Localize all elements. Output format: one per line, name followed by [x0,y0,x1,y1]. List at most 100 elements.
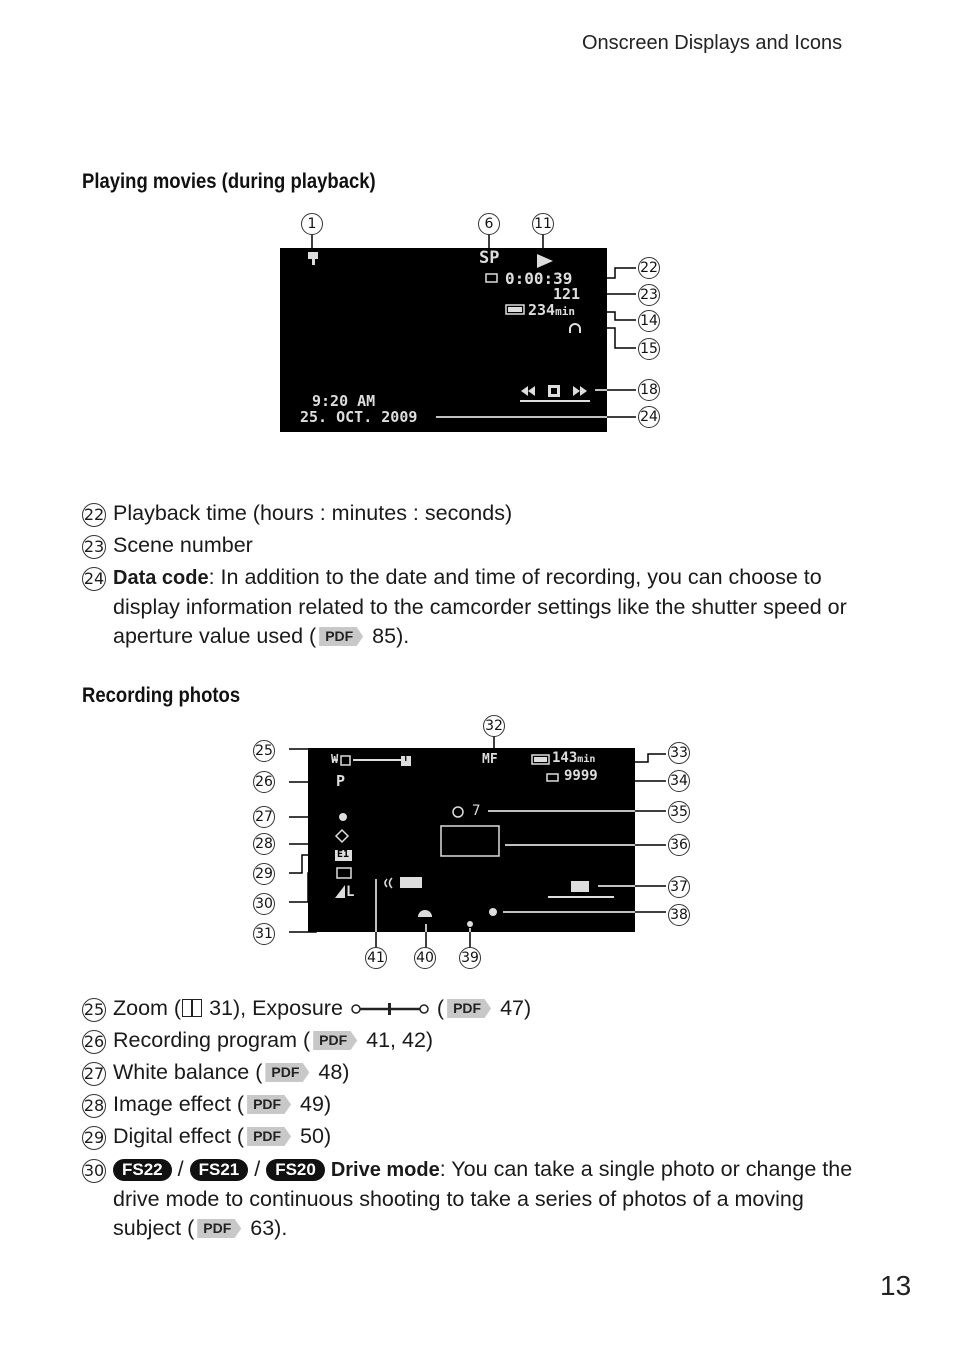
item-number: 28 [82,1094,106,1118]
item-text: Zoom ( 31), Exposure(PDF 47) [113,996,532,1020]
callout-26: 26 [253,771,275,793]
callout-27: 27 [253,806,275,828]
item-number: 27 [82,1062,106,1086]
headphone-icon [569,323,581,333]
item-number: 30 [82,1159,106,1183]
item-body: Image effect ( [113,1092,245,1116]
list-item: 23 Scene number [82,531,872,560]
zoom-w-label: W [331,752,339,766]
exposure-bar-icon [351,1003,429,1016]
list-item: 29 Digital effect (PDF 50) [82,1122,872,1151]
item-number: 22 [82,503,106,527]
list-item: 27 White balance (PDF 48) [82,1058,872,1087]
recording-date: 25. OCT. 2009 [300,408,418,426]
item-number: 25 [82,998,106,1022]
focus-frame [440,825,500,857]
item-text: Image effect (PDF 49) [113,1090,872,1119]
page-reference: 85). [366,624,410,648]
callout-11: 11 [532,213,554,235]
battery-remaining: 234min [528,301,575,319]
callout-30: 30 [253,893,275,915]
page-reference: 31), Exposure [203,996,343,1020]
playback-time: 0:00:39 [505,269,573,288]
callout-37: 37 [668,876,690,898]
page-reference: 47) [494,996,532,1020]
item-body: White balance ( [113,1060,263,1084]
list-item: 26 Recording program (PDF 41, 42) [82,1026,872,1055]
pdf-reference-icon[interactable]: PDF [313,1031,358,1050]
running-header: Onscreen Displays and Icons [582,32,843,54]
callout-18: 18 [638,379,660,401]
page-reference: 49) [294,1092,332,1116]
item-number: 29 [82,1126,106,1150]
term-drive-mode: Drive mode [330,1159,440,1181]
battery-remaining: 143min [552,750,596,766]
item-number: 23 [82,535,106,559]
callout-38: 38 [668,904,690,926]
metering-icon [571,881,589,892]
pdf-reference-icon[interactable]: PDF [447,999,492,1018]
callout-28: 28 [253,833,275,855]
section-title-photos: Recording photos [82,684,241,707]
photo-screen-diagram [289,736,666,948]
callout-41: 41 [365,947,387,969]
digital-effect-icon [335,850,352,861]
callout-39: 39 [459,947,481,969]
page-reference: 41, 42) [360,1028,434,1052]
callout-6: 6 [478,213,500,235]
scene-number: 121 [553,285,581,303]
recording-program: P [336,772,346,790]
callout-14: 14 [638,310,660,332]
page-number: 13 [880,1270,912,1301]
photo-quality-icon [335,885,345,898]
list-item: 22 Playback time (hours : minutes : seco… [82,499,872,528]
list-item: 28 Image effect (PDF 49) [82,1090,872,1119]
self-timer-seconds: 7 [472,803,481,819]
photo-size: L [346,884,355,900]
pdf-reference-icon[interactable]: PDF [247,1127,292,1146]
item-text: Data code: In addition to the date and t… [113,563,872,651]
separator: / [254,1157,261,1181]
pdf-reference-icon[interactable]: PDF [247,1095,292,1114]
term-data-code: Data code [113,567,209,589]
drive-mode-icon [336,867,352,879]
list-item: 30 FS22 / FS21 / FS20 Drive mode: You ca… [82,1155,872,1243]
callout-25: 25 [253,740,275,762]
item-body: Zoom ( [113,996,182,1020]
pdf-reference-icon[interactable]: PDF [319,627,364,646]
self-timer-icon [452,806,464,818]
zoom-t-label: T [403,754,409,764]
image-stabilizer-icon [384,877,393,889]
play-icon [537,254,553,268]
list-item: 25 Zoom ( 31), Exposure(PDF 47) [82,994,872,1023]
item-body: Recording program ( [113,1028,311,1052]
callout-34: 34 [668,770,690,792]
movie-card-icon [308,252,318,265]
flash-icon [489,908,497,916]
callout-15: 15 [638,338,660,360]
playback-screen-diagram [280,234,636,432]
item-body: Digital effect ( [113,1124,245,1148]
playback-screen-figure: SP 0:00:39 121 234min 9:20 AM 25. OCT. 2… [270,208,690,448]
playback-controls-icon [520,385,590,402]
photo-screen-figure: W T MF 143min 9999 P 7 E1 L 25 26 27 28 … [248,712,698,974]
white-balance-icon [339,813,347,821]
recording-mode: SP [479,248,500,268]
pdf-reference-icon[interactable]: PDF [265,1063,310,1082]
item-number: 24 [82,567,106,591]
pdf-reference-icon[interactable]: PDF [197,1219,242,1238]
page-reference: 50) [294,1124,332,1148]
page-reference: 63). [244,1216,288,1240]
book-icon [182,999,203,1017]
callout-32: 32 [483,715,505,737]
callout-40: 40 [414,947,436,969]
callout-33: 33 [668,742,690,764]
model-badge-fs20: FS20 [266,1159,325,1181]
callout-22: 22 [638,257,660,279]
clock-time: 9:20 AM [312,392,376,410]
callout-36: 36 [668,834,690,856]
callout-24: 24 [638,406,660,428]
section-title-playback: Playing movies (during playback) [82,170,376,193]
model-badge-fs22: FS22 [113,1159,172,1181]
callout-35: 35 [668,801,690,823]
